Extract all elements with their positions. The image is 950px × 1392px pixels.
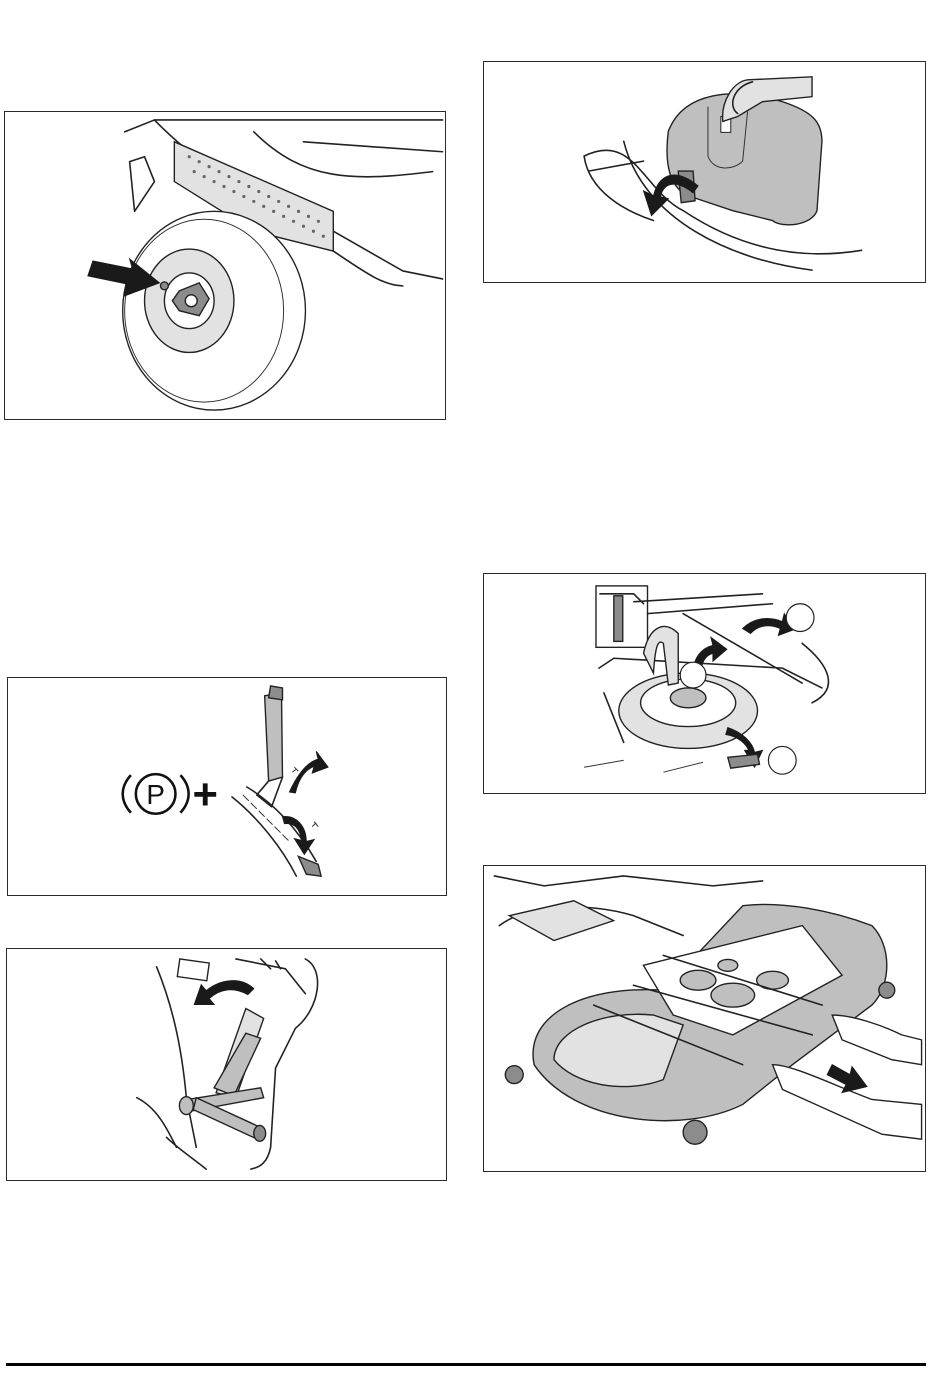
- figure-mower-deck-pullout: [483, 865, 926, 1172]
- callout-2: [680, 662, 706, 688]
- belt-pulley-removal-illustration: [484, 574, 925, 793]
- figure-crank-handle: [6, 948, 447, 1181]
- seat-cover-tilt-illustration: [484, 62, 925, 282]
- mower-deck-pullout-illustration: [484, 866, 925, 1171]
- footer-rule: [6, 1363, 926, 1366]
- plus-operator: +: [192, 771, 217, 819]
- figure-seat-tilt: [483, 61, 926, 283]
- figure-belt-removal: [483, 573, 926, 794]
- parking-brake-letter: P: [146, 779, 165, 810]
- wheel-hub-arrow-illustration: [5, 112, 445, 419]
- figure-parking-brake-height-lever: P +: [7, 677, 447, 896]
- figure-rear-wheel-hub: [4, 111, 446, 420]
- parking-brake-plus-lever-illustration: P +: [8, 678, 446, 895]
- parking-brake-symbol: P: [123, 774, 189, 814]
- crank-handle-illustration: [7, 949, 446, 1180]
- callout-3: [768, 746, 796, 774]
- callout-1: [786, 604, 814, 632]
